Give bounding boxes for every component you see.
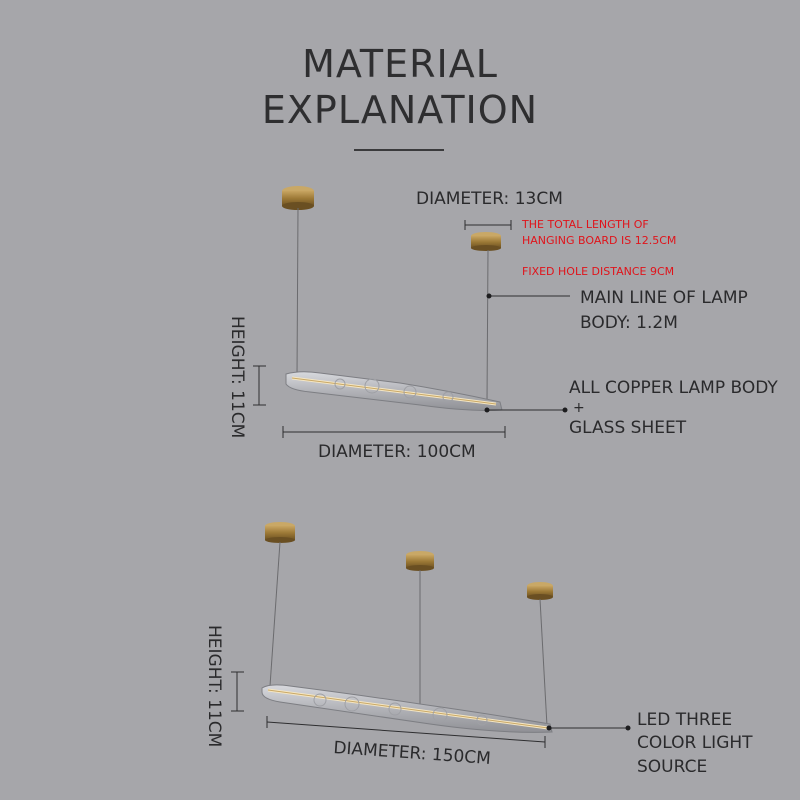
top-canopy-right [471,232,501,251]
material-label-1: ALL COPPER LAMP BODY [569,378,778,398]
page-title-line1: MATERIAL [302,42,498,86]
bottom-canopy-3 [527,582,553,600]
main-line-label-2: BODY: 1.2M [580,313,678,333]
top-lamp-body [285,371,503,411]
main-line-label-1: MAIN LINE OF LAMP [580,288,748,308]
bottom-canopy-2 [406,551,434,571]
hanging-board-note-line2: HANGING BOARD IS 12.5CM [522,234,677,247]
bottom-lamp-body [261,684,553,733]
light-source-label-1: LED THREE [637,710,733,730]
top-canopy-left [282,186,314,210]
bottom-height-label: HEIGHT: 11CM [204,625,224,748]
canopy-diameter-label: DIAMETER: 13CM [416,189,563,209]
material-label-2: GLASS SHEET [569,418,687,438]
light-source-label-3: SOURCE [637,757,708,777]
light-source-label-2: COLOR LIGHT [637,733,753,753]
material-plus: + [573,400,585,416]
bottom-canopy-1 [265,522,295,543]
top-length-label: DIAMETER: 100CM [318,442,476,462]
hanging-board-note-line1: THE TOTAL LENGTH OF [522,218,649,231]
page-title-line2: EXPLANATION [261,88,539,132]
hole-distance-note: FIXED HOLE DISTANCE 9CM [522,265,675,278]
top-height-label: HEIGHT: 11CM [227,316,247,439]
title-underline [354,149,444,151]
